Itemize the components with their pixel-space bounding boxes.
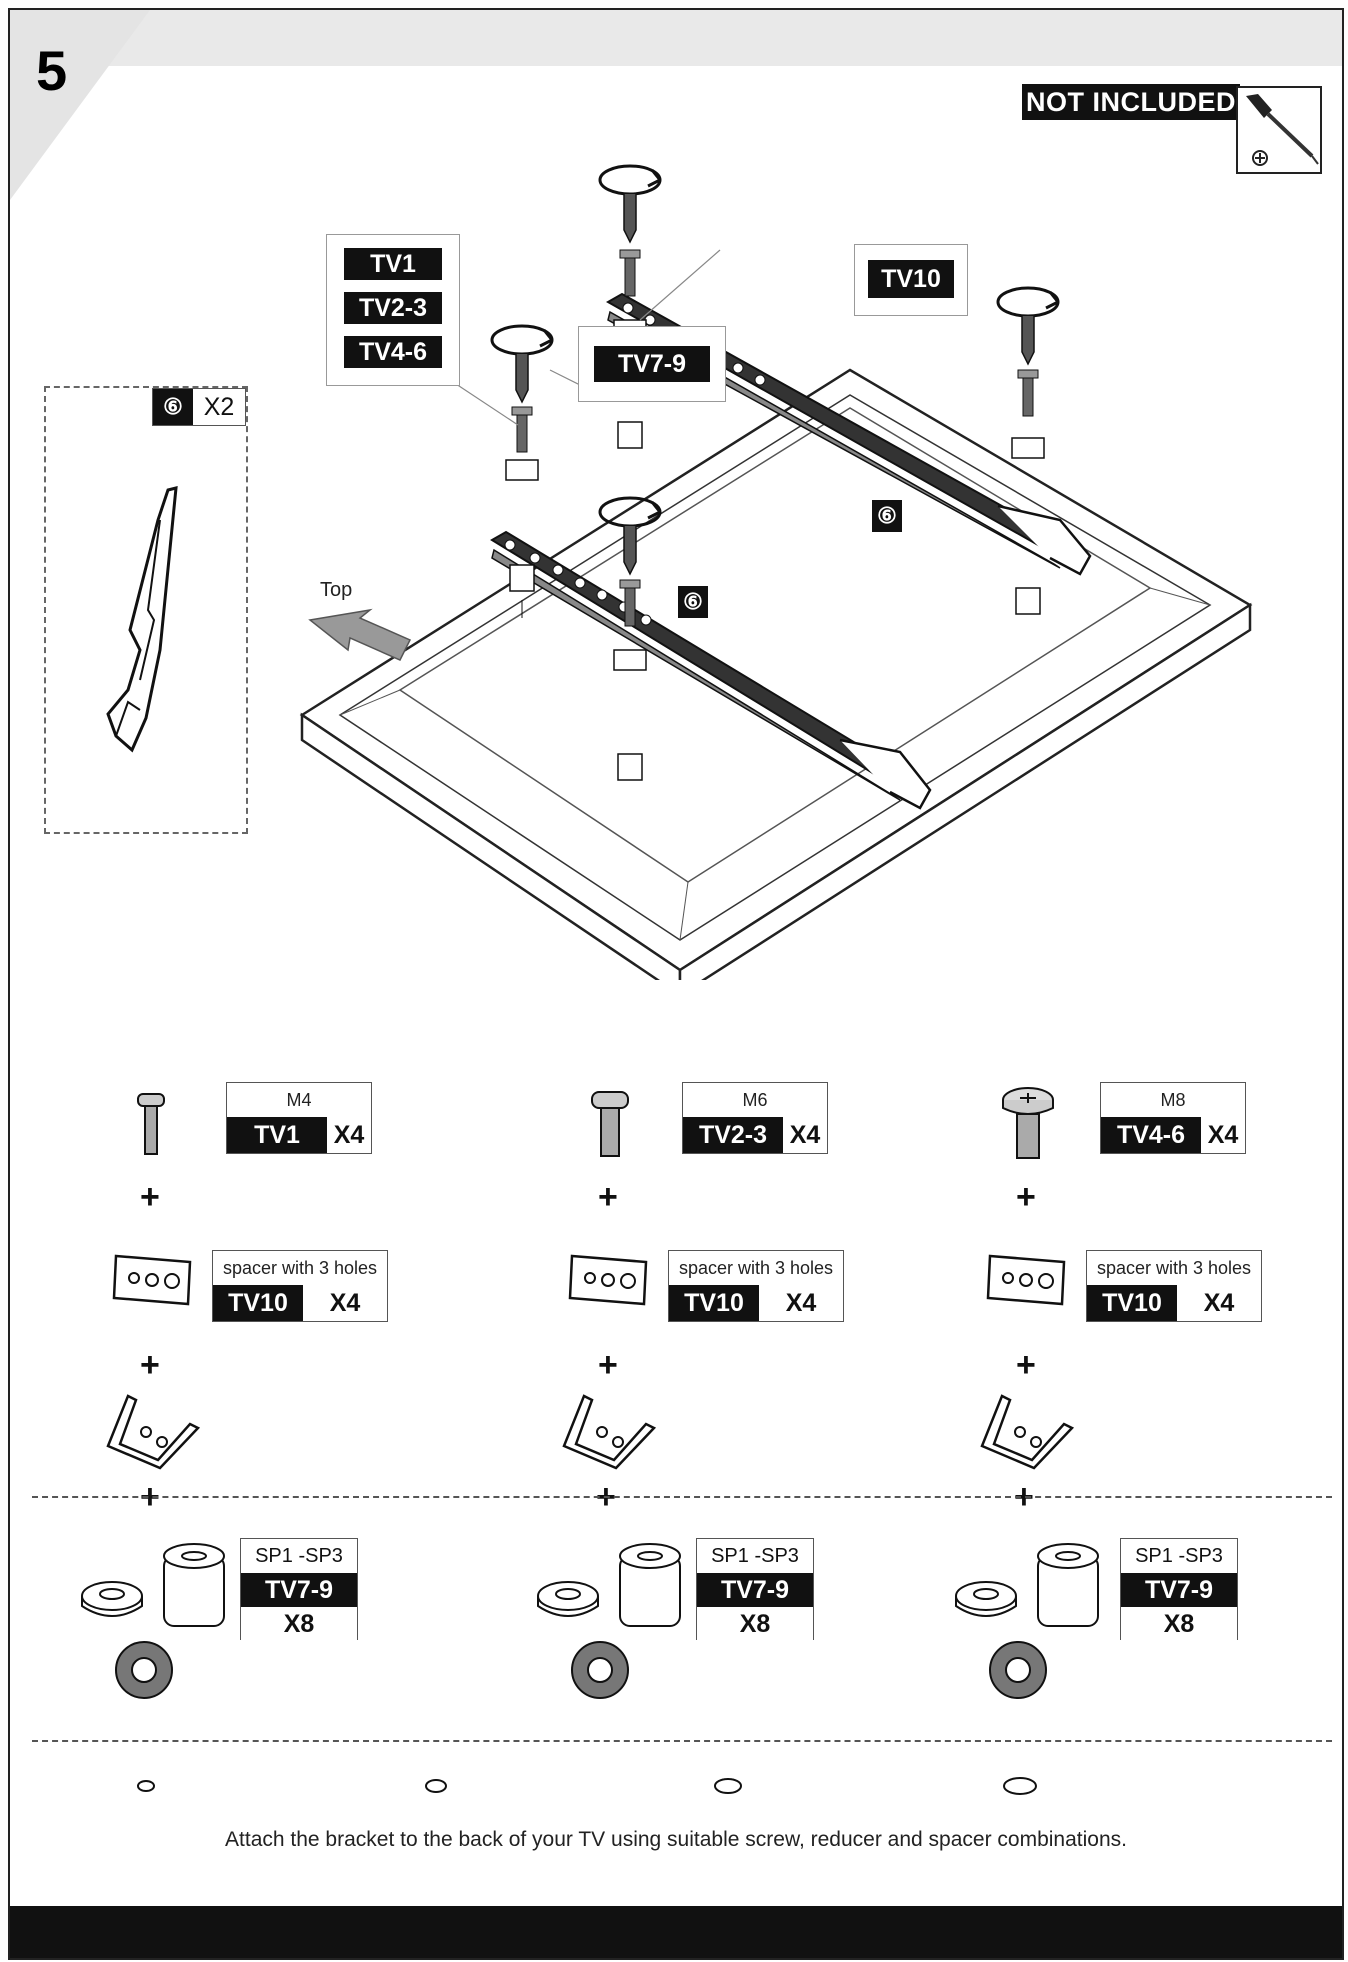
sp-label-col2: SP1 -SP3 TV7-9 X8 bbox=[696, 1538, 814, 1641]
spacer-plate-icon bbox=[986, 1254, 1066, 1306]
screw-qty-row-col1: TV1 X4 bbox=[227, 1117, 371, 1153]
spacer-set-icon bbox=[537, 1543, 681, 1699]
screw-tv-col3: TV4-6 bbox=[1101, 1117, 1201, 1153]
bracket-clip-icon bbox=[562, 1394, 657, 1470]
screw-stack-right bbox=[996, 286, 1060, 615]
header-band bbox=[10, 10, 1342, 66]
spacer-desc-col1: spacer with 3 holes bbox=[213, 1251, 387, 1286]
screw-size-col3: M8 bbox=[1101, 1083, 1245, 1118]
spacer-qty-col3: X4 bbox=[1177, 1285, 1261, 1321]
plus-sign: + bbox=[1016, 1346, 1036, 1384]
tv-mount-diagram bbox=[299, 164, 1253, 980]
spacer-label-col2: spacer with 3 holes TV10 X4 bbox=[668, 1250, 844, 1322]
washer-icon bbox=[1003, 1777, 1037, 1795]
sp-range-col3: SP1 -SP3 bbox=[1121, 1539, 1237, 1574]
instruction-page: 5 NOT INCLUDED ⑥ X2 bbox=[8, 8, 1344, 1960]
spacer-label-col3: spacer with 3 holes TV10 X4 bbox=[1086, 1250, 1262, 1322]
spacer-qty-row-col2: TV10 X4 bbox=[669, 1285, 843, 1321]
screw-qty-col2: X4 bbox=[783, 1117, 827, 1153]
label-tv10: TV10 bbox=[868, 260, 954, 298]
not-included-label: NOT INCLUDED bbox=[1022, 84, 1240, 120]
sp-tv-col1: TV7-9 bbox=[241, 1573, 357, 1607]
screw-label-col2: M6 TV2-3 X4 bbox=[682, 1082, 828, 1154]
label-tv7-9: TV7-9 bbox=[594, 346, 710, 382]
screw-size-col2: M6 bbox=[683, 1083, 827, 1118]
spacer-set-icon bbox=[955, 1543, 1099, 1699]
bracket-callout-right: ⑥ bbox=[872, 500, 902, 532]
screw-label-col1: M4 TV1 X4 bbox=[226, 1082, 372, 1154]
sp-label-col3: SP1 -SP3 TV7-9 X8 bbox=[1120, 1538, 1238, 1641]
label-tv1: TV1 bbox=[344, 248, 442, 280]
sp-qty-col2: X8 bbox=[697, 1607, 813, 1641]
inset-circle-number: ⑥ bbox=[153, 389, 193, 425]
sp-tv-col3: TV7-9 bbox=[1121, 1573, 1237, 1607]
spacer-set-icon bbox=[81, 1543, 225, 1699]
washer-icon bbox=[137, 1780, 155, 1792]
washer-row bbox=[137, 1777, 1037, 1795]
screw-size-col1: M4 bbox=[227, 1083, 371, 1118]
inset-qty-label: ⑥ X2 bbox=[152, 388, 246, 426]
sp-label-col1: SP1 -SP3 TV7-9 X8 bbox=[240, 1538, 358, 1641]
left-bracket bbox=[490, 530, 932, 810]
screw-tv-col1: TV1 bbox=[227, 1117, 327, 1153]
sp-range-col1: SP1 -SP3 bbox=[241, 1539, 357, 1574]
top-direction-label: Top bbox=[320, 579, 353, 601]
screw-m8-icon bbox=[1002, 1087, 1054, 1159]
spacer-label-col1: spacer with 3 holes TV10 X4 bbox=[212, 1250, 388, 1322]
plus-sign: + bbox=[598, 1178, 618, 1216]
bracket-inset bbox=[44, 386, 248, 834]
bracket-clip-icon bbox=[106, 1394, 201, 1470]
screw-qty-row-col2: TV2-3 X4 bbox=[683, 1117, 827, 1153]
screw-tv-col2: TV2-3 bbox=[683, 1117, 783, 1153]
screw-label-col3: M8 TV4-6 X4 bbox=[1100, 1082, 1246, 1154]
spacer-qty-row-col3: TV10 X4 bbox=[1087, 1285, 1261, 1321]
step-corner bbox=[10, 10, 150, 200]
spacer-plate-icon bbox=[568, 1254, 648, 1306]
top-arrow-icon bbox=[308, 608, 412, 661]
bracket-side-icon bbox=[106, 486, 178, 753]
sp-qty-col3: X8 bbox=[1121, 1607, 1237, 1641]
screw-stack-middle bbox=[598, 496, 662, 781]
screw-m4-icon bbox=[137, 1093, 165, 1155]
plus-sign: + bbox=[1016, 1178, 1036, 1216]
label-tv2-3: TV2-3 bbox=[344, 292, 442, 324]
label-tv4-6: TV4-6 bbox=[344, 336, 442, 368]
dashed-divider bbox=[32, 1496, 1332, 1498]
plus-sign: + bbox=[140, 1178, 160, 1216]
spacer-qty-col1: X4 bbox=[303, 1285, 387, 1321]
spacer-tv-col1: TV10 bbox=[213, 1285, 303, 1321]
spacer-tv-col3: TV10 bbox=[1087, 1285, 1177, 1321]
spacer-desc-col3: spacer with 3 holes bbox=[1087, 1251, 1261, 1286]
bracket-clip-icon bbox=[980, 1394, 1075, 1470]
spacer-desc-col2: spacer with 3 holes bbox=[669, 1251, 843, 1286]
spacer-qty-row-col1: TV10 X4 bbox=[213, 1285, 387, 1321]
sp-qty-col1: X8 bbox=[241, 1607, 357, 1641]
dashed-divider bbox=[32, 1740, 1332, 1742]
tool-box bbox=[1236, 86, 1322, 174]
step-number: 5 bbox=[36, 39, 68, 102]
inset-qty: X2 bbox=[193, 389, 245, 425]
instruction-caption: Attach the bracket to the back of your T… bbox=[225, 1828, 1127, 1851]
bracket-callout-left: ⑥ bbox=[678, 586, 708, 618]
screw-qty-col3: X4 bbox=[1201, 1117, 1245, 1153]
plus-sign: + bbox=[598, 1346, 618, 1384]
plus-sign: + bbox=[140, 1346, 160, 1384]
sp-range-col2: SP1 -SP3 bbox=[697, 1539, 813, 1574]
spacer-plate-icon bbox=[112, 1254, 192, 1306]
sp-tv-col2: TV7-9 bbox=[697, 1573, 813, 1607]
screw-m6-icon bbox=[591, 1091, 629, 1157]
screw-qty-row-col3: TV4-6 X4 bbox=[1101, 1117, 1245, 1153]
washer-icon bbox=[714, 1778, 742, 1794]
spacer-qty-col2: X4 bbox=[759, 1285, 843, 1321]
footer-bar bbox=[10, 1906, 1342, 1958]
phillips-screwdriver-icon bbox=[1246, 94, 1319, 166]
washer-icon bbox=[425, 1779, 447, 1793]
screw-qty-col1: X4 bbox=[327, 1117, 371, 1153]
screw-stack-left bbox=[490, 324, 554, 618]
spacer-tv-col2: TV10 bbox=[669, 1285, 759, 1321]
